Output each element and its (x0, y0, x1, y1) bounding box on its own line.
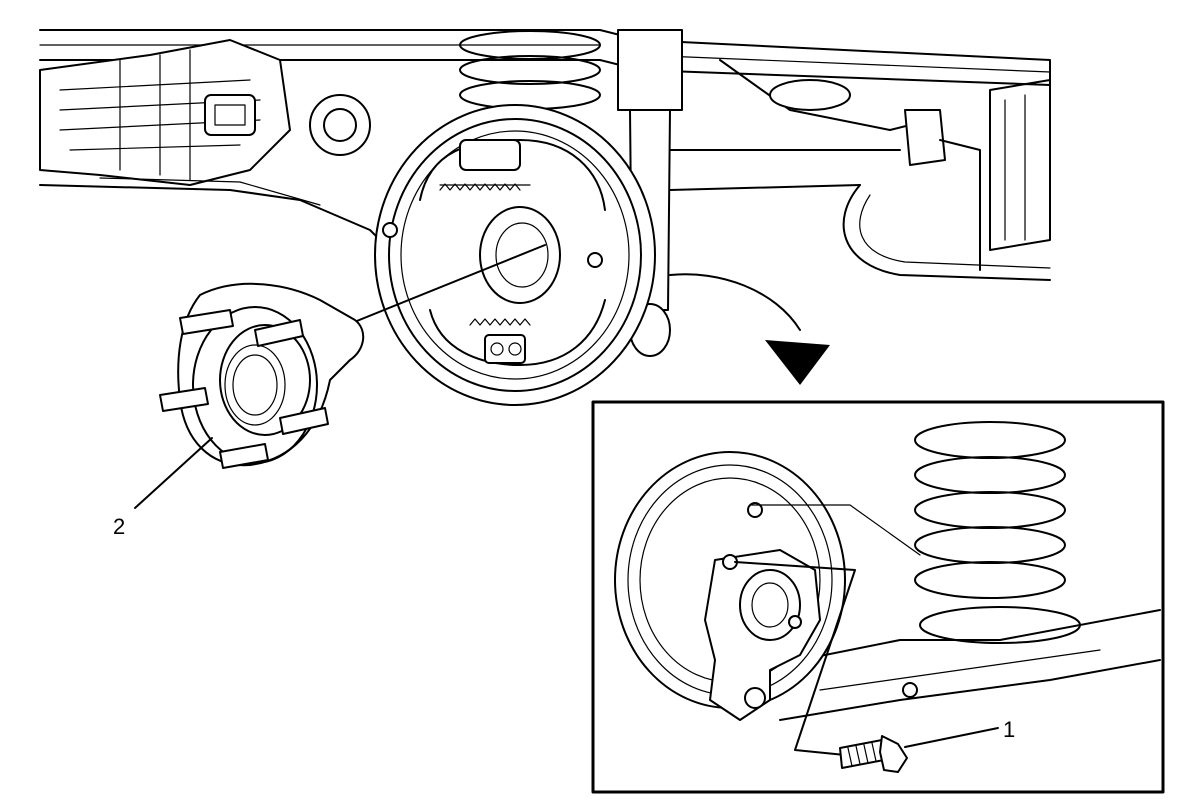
detail-inset: 1 (591, 400, 1165, 794)
callout-label-2: 2 (113, 514, 125, 539)
callout-hub: 2 (113, 437, 213, 539)
callout-bolt: 1 (904, 717, 1015, 748)
view-arrow (669, 273, 830, 385)
brake-backing-plate (374, 104, 656, 406)
wheel-studs (159, 309, 329, 469)
inset-lower-control-arm (779, 609, 1161, 721)
shock-absorber (617, 29, 683, 357)
callout-label-1: 1 (1003, 717, 1015, 742)
wheel-hub-bearing (159, 244, 546, 469)
vehicle-underbody (39, 29, 1051, 261)
rear-suspension-right (669, 59, 1051, 281)
bolt (839, 735, 908, 773)
coil-spring-main (459, 30, 601, 110)
inset-coil-spring (914, 421, 1081, 644)
